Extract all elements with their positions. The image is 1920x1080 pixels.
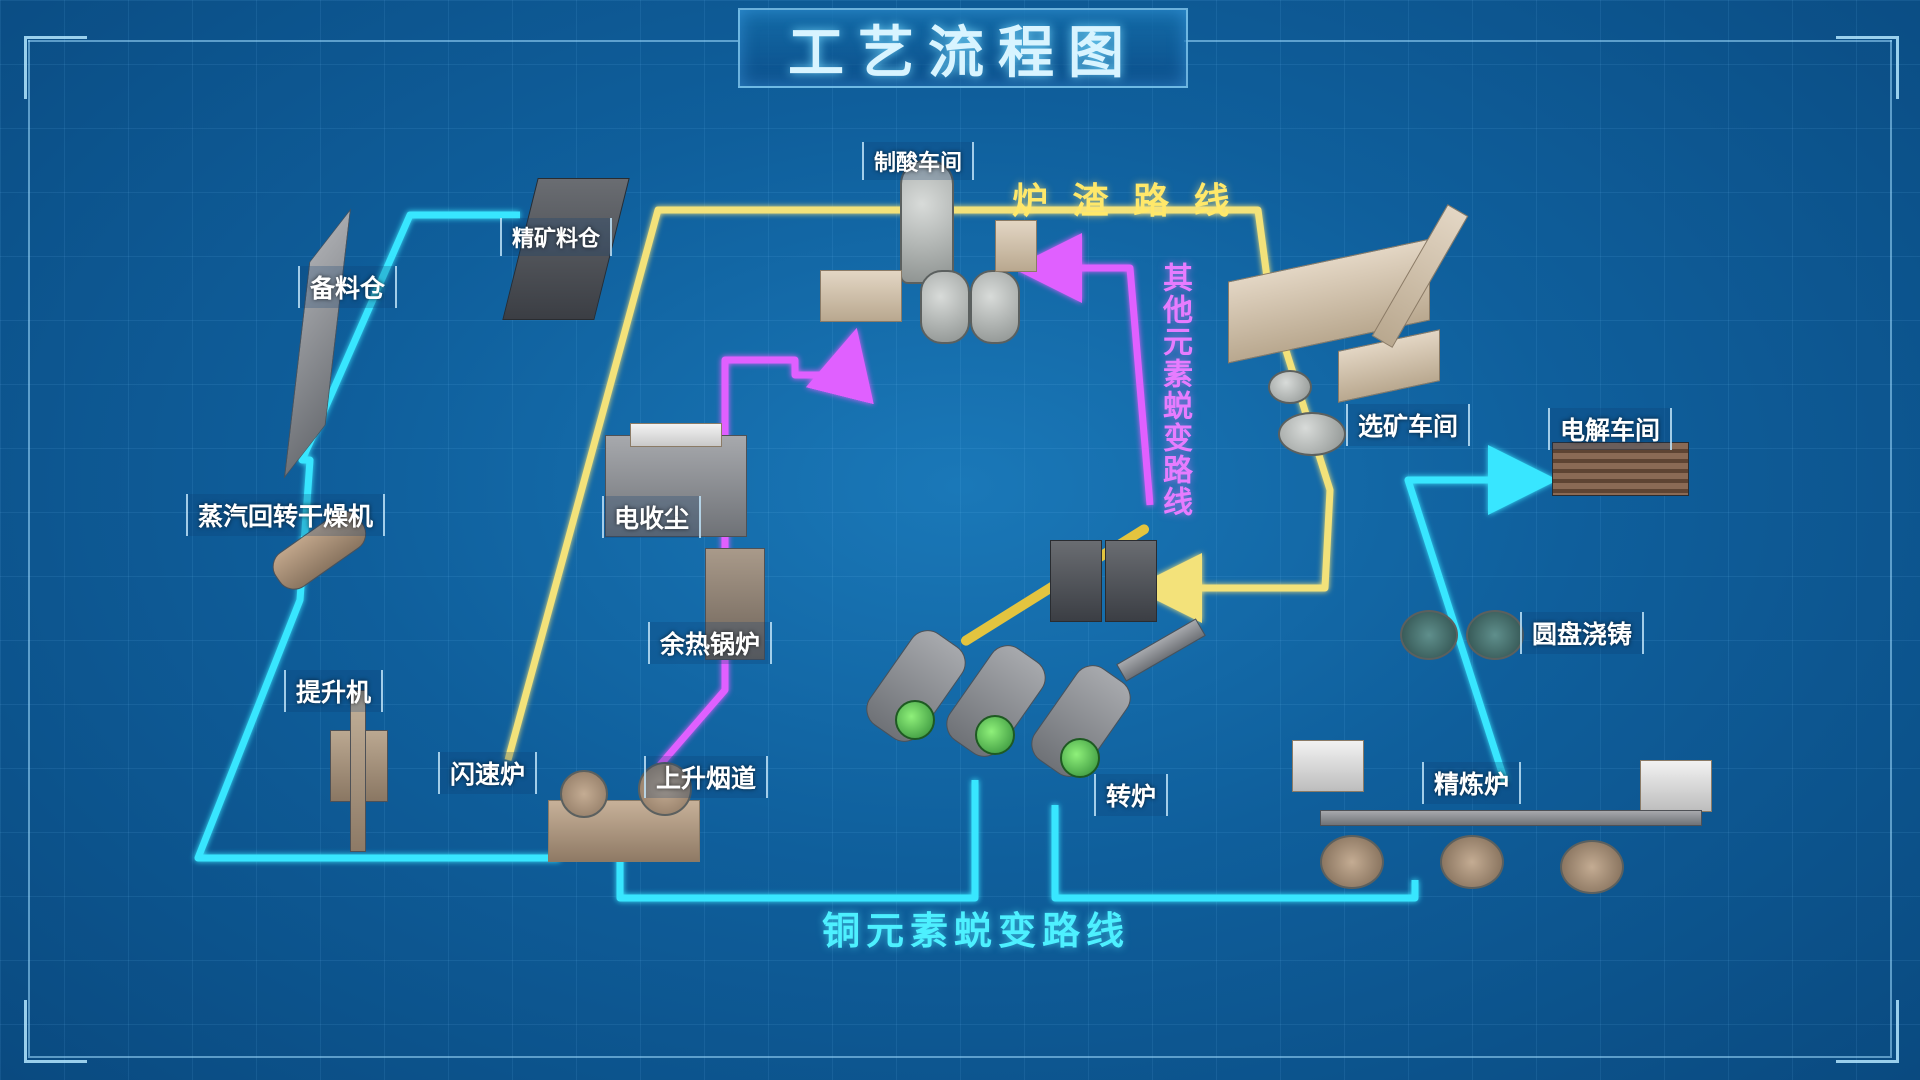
casting-wheel-1 <box>1400 610 1458 660</box>
label-elevator: 提升机 <box>284 670 384 712</box>
flash-furnace-shaft-1 <box>560 770 608 818</box>
converter-pipe-arm <box>1116 618 1206 682</box>
esp-body <box>605 435 747 537</box>
refining-furnace-1 <box>1320 835 1384 889</box>
page-title: 工艺流程图 <box>788 20 1138 86</box>
electrolysis-illustration <box>1552 442 1689 496</box>
disc-casting-illustration <box>1400 590 1530 670</box>
label-refining-furnace: 精炼炉 <box>1422 762 1522 804</box>
refining-pipe <box>1320 810 1702 826</box>
acid-side-building <box>995 220 1037 272</box>
other-route-label: 其他元素蜕变路线 <box>1157 262 1192 518</box>
cyan-route-copper-bottom <box>616 780 979 902</box>
refining-furnace-illustration <box>1280 740 1720 894</box>
corner-br <box>1836 1000 1899 1063</box>
label-steam-dryer: 蒸汽回转干燥机 <box>186 494 386 536</box>
beneficiation-illustration <box>1228 200 1488 456</box>
converter-wheel-2 <box>975 715 1015 755</box>
boiler-illustration <box>705 548 765 660</box>
label-uptake: 上升烟道 <box>644 756 769 798</box>
frame-top-line-right <box>1184 40 1892 42</box>
corner-tl <box>24 36 87 99</box>
cyan-route-electrolysis <box>1404 445 1558 784</box>
magenta-route-converter <box>1012 233 1154 506</box>
frame-bottom-line <box>28 1056 1892 1058</box>
refining-roof-right <box>1640 760 1712 812</box>
label-acid-workshop: 制酸车间 <box>862 142 975 180</box>
frame-right-line <box>1890 40 1892 1056</box>
label-disc-casting: 圆盘浇铸 <box>1520 612 1645 654</box>
refining-furnace-3 <box>1560 840 1624 894</box>
magenta-route-uptake <box>657 327 874 768</box>
acid-building <box>820 270 902 322</box>
converter-stack-1 <box>1050 540 1102 622</box>
casting-wheel-2 <box>1466 610 1524 660</box>
esp-roof <box>630 423 722 447</box>
label-electrolysis: 电解车间 <box>1548 408 1673 450</box>
label-flash-furnace: 闪速炉 <box>438 752 538 794</box>
refining-furnace-2 <box>1440 835 1504 889</box>
thickener-2 <box>1278 412 1346 456</box>
converter-wheel-3 <box>1060 738 1100 778</box>
corner-bl <box>24 1000 87 1063</box>
flash-furnace-illustration <box>548 762 708 870</box>
label-esp: 电收尘 <box>602 496 702 538</box>
acid-tank-2 <box>970 270 1020 344</box>
label-beneficiation: 选矿车间 <box>1346 404 1471 446</box>
cyan-route-feed <box>194 211 560 862</box>
acid-tower <box>900 160 954 284</box>
corner-tr <box>1836 36 1899 99</box>
elevator-column <box>350 690 366 852</box>
acid-plant-illustration <box>820 160 1040 350</box>
converter-illustration <box>858 520 1206 790</box>
frame-left-line <box>28 40 30 1056</box>
refining-roof-left <box>1292 740 1364 792</box>
label-converter: 转炉 <box>1094 774 1169 816</box>
label-concentrate-bin: 精矿料仓 <box>500 218 613 256</box>
cyan-route-copper-right <box>1051 805 1419 902</box>
label-feed-bin: 备料仓 <box>298 266 398 308</box>
acid-tank-1 <box>920 270 970 344</box>
frame-top-line <box>28 40 738 42</box>
copper-route-label: 铜元素蜕变路线 <box>822 909 1131 953</box>
title-box: 工艺流程图 <box>738 8 1188 88</box>
label-waste-heat-boiler: 余热锅炉 <box>648 622 773 664</box>
flash-furnace-shaft-2 <box>638 762 692 816</box>
converter-wheel-1 <box>895 700 935 740</box>
thickener-1 <box>1268 370 1312 404</box>
converter-stack-2 <box>1105 540 1157 622</box>
esp-illustration <box>605 415 755 555</box>
slag-route-label: 炉 渣 路 线 <box>1012 181 1236 222</box>
